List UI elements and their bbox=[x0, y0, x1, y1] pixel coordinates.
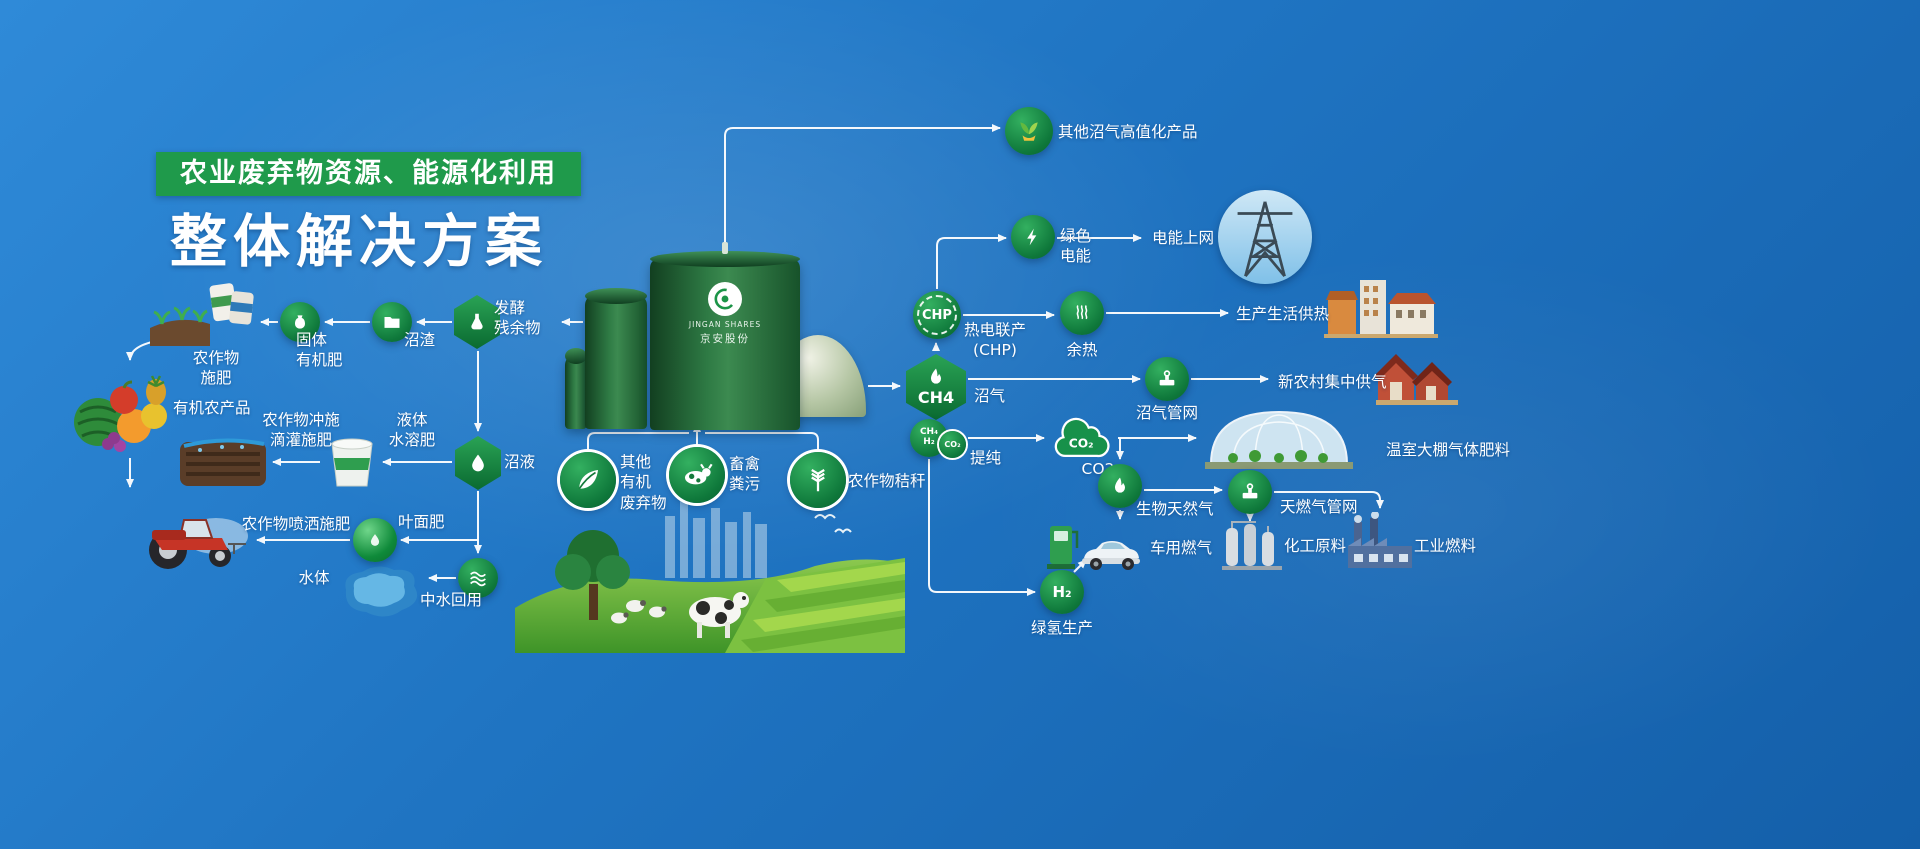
farm-landscape-image bbox=[515, 488, 905, 653]
greenhouse-image bbox=[1203, 398, 1355, 472]
livestock-manure-label: 畜禽 粪污 bbox=[729, 455, 761, 494]
other-organic-waste-icon bbox=[560, 452, 616, 508]
vehicle-gas-label: 车用燃气 bbox=[1150, 539, 1213, 557]
fermentation-residue-label: 发酵 残余物 bbox=[494, 299, 541, 338]
other-organic-waste-label: 其他 有机 废弃物 bbox=[620, 453, 667, 512]
green-power-icon bbox=[1011, 215, 1055, 259]
water-body-label: 水体 bbox=[298, 569, 330, 587]
ch4-text: CH4 bbox=[917, 388, 955, 407]
water-reuse-label: 中水回用 bbox=[419, 591, 482, 609]
industrial-label: 工业燃料 bbox=[1414, 537, 1477, 555]
natural-gas-pipeline-icon bbox=[1228, 470, 1272, 514]
chp-gear-ring bbox=[917, 295, 957, 335]
co2-cloud-text: CO₂ bbox=[1069, 436, 1094, 450]
biogas-label: 沼气 bbox=[974, 387, 1006, 405]
ch4-icon: CH4 bbox=[906, 354, 966, 420]
heat-supply-label: 生产生活供热 bbox=[1236, 305, 1330, 323]
crop-straw-icon bbox=[790, 452, 846, 508]
liquid-fertilizer-bucket-image bbox=[326, 434, 378, 490]
biogas-residue-icon bbox=[372, 302, 412, 342]
water-body-image bbox=[338, 560, 422, 624]
biogas-pipeline-icon bbox=[1145, 357, 1189, 401]
chemical-plant-image bbox=[1220, 518, 1284, 572]
waste-heat-label: 余热 bbox=[1066, 341, 1098, 359]
page-title: 整体解决方案 bbox=[170, 209, 548, 275]
spray-fertilize-label: 农作物喷洒施肥 bbox=[241, 515, 351, 533]
foliar-fertilizer-label: 叶面肥 bbox=[398, 513, 445, 531]
natural-gas-pipeline-label: 天燃气管网 bbox=[1280, 498, 1358, 516]
logo-text-en: JINGAN SHARES bbox=[688, 320, 762, 329]
green-power-label: 绿色 电能 bbox=[1060, 227, 1092, 266]
tank-vent-pipe bbox=[722, 242, 728, 254]
chemical-label: 化工原料 bbox=[1284, 537, 1347, 555]
crop-straw-label: 农作物秸秆 bbox=[848, 472, 926, 490]
small-silo bbox=[565, 348, 587, 429]
water-reuse-icon bbox=[458, 558, 498, 598]
livestock-manure-icon bbox=[669, 447, 725, 503]
bio-natural-gas-label: 生物天然气 bbox=[1136, 500, 1214, 518]
biogas-plant-image: JINGAN SHARES 京安股份 bbox=[555, 240, 867, 435]
liquid-fertilizer-label: 液体 水溶肥 bbox=[388, 411, 436, 450]
purify-co2-text: CO₂ bbox=[944, 440, 961, 449]
biogas-residue-label: 沼渣 bbox=[404, 331, 436, 349]
gas-station-car-image bbox=[1044, 518, 1146, 574]
town-buildings-image bbox=[1324, 276, 1438, 338]
bio-natural-gas-icon bbox=[1098, 464, 1142, 508]
biogas-pipeline-label: 沼气管网 bbox=[1135, 404, 1198, 422]
industrial-factory-image bbox=[1344, 512, 1416, 572]
drip-fertilize-label: 农作物冲施 滴灌施肥 bbox=[262, 411, 340, 450]
foliar-fertilizer-icon bbox=[353, 518, 397, 562]
main-digester-tank: JINGAN SHARES 京安股份 bbox=[650, 242, 800, 430]
logo-emblem-icon bbox=[708, 282, 742, 316]
banner-text: 农业废弃物资源、能源化利用 bbox=[180, 158, 557, 189]
power-tower-image bbox=[1218, 190, 1312, 284]
rural-houses-image bbox=[1374, 346, 1460, 410]
logo-text-cn: 京安股份 bbox=[700, 333, 750, 345]
h2-text: H₂ bbox=[1052, 583, 1072, 601]
seedlings-fertilizer-image bbox=[150, 276, 256, 346]
organic-produce-label: 有机农产品 bbox=[173, 399, 251, 417]
purify-ch4-h2-text: CH₄ H₂ bbox=[919, 427, 939, 447]
greenhouse-label: 温室大棚气体肥料 bbox=[1386, 441, 1511, 459]
chp-label: 热电联产 (CHP) bbox=[963, 321, 1026, 360]
power-grid-label: 电能上网 bbox=[1152, 229, 1215, 247]
title-banner: 农业废弃物资源、能源化利用 bbox=[156, 152, 581, 196]
rural-gas-label: 新农村集中供气 bbox=[1278, 373, 1387, 391]
crop-fertilize-label: 农作物 施肥 bbox=[192, 349, 240, 388]
left-tank bbox=[585, 288, 647, 429]
purify-label: 提纯 bbox=[970, 449, 1002, 467]
h2-icon: H₂ bbox=[1040, 570, 1084, 614]
drip-irrigation-field-image bbox=[178, 430, 268, 490]
high-value-products-label: 其他沼气高值化产品 bbox=[1058, 123, 1198, 141]
company-logo: JINGAN SHARES 京安股份 bbox=[670, 282, 780, 346]
solid-fertilizer-label: 固体 有机肥 bbox=[296, 331, 343, 370]
purify-co2-icon: CO₂ bbox=[939, 431, 966, 458]
chp-icon: CHP bbox=[913, 291, 961, 339]
fruits-image bbox=[68, 364, 174, 454]
solid-fertilizer-icon bbox=[280, 302, 320, 342]
waste-heat-icon bbox=[1060, 291, 1104, 335]
green-hydrogen-label: 绿氢生产 bbox=[1030, 619, 1093, 637]
biogas-slurry-label: 沼液 bbox=[504, 453, 536, 471]
high-value-products-icon bbox=[1005, 107, 1053, 155]
tractor-spraying-image bbox=[132, 492, 250, 574]
co2-cloud-icon: CO₂ bbox=[1050, 417, 1116, 459]
biogas-slurry-icon bbox=[455, 436, 501, 490]
